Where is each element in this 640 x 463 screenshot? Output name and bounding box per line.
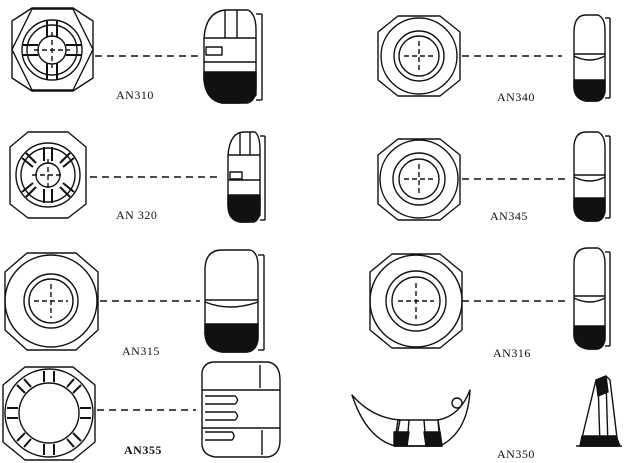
label-an350: AN350 [497,447,535,461]
shear-castle-nut-front-icon [9,131,87,219]
wing-nut-front-icon [351,389,471,447]
label-an355: AN355 [124,443,162,457]
shear-castle-nut-side-icon [227,131,266,223]
castellated-nut-front-icon [11,7,94,92]
slotted-nut-front-icon [2,366,96,461]
label-an320: AN 320 [116,208,158,222]
plain-hex-nut-side-icon [204,249,265,353]
label-an316: AN316 [493,346,531,360]
label-an315: AN315 [122,344,160,358]
slotted-nut-side-icon [201,361,281,458]
jam-nut-side-icon [573,131,611,222]
castellated-nut-side-icon [203,9,263,104]
plain-hex-nut-front-icon [4,252,99,351]
light-hex-nut-side-icon [573,247,611,350]
light-hex-nut-front-icon [369,253,463,349]
label-an310: AN310 [116,88,154,102]
check-nut-front-icon [377,15,461,97]
check-nut-side-icon [573,14,611,102]
label-an340: AN340 [497,90,535,104]
wing-nut-side-icon [576,375,622,447]
jam-nut-front-icon [377,138,461,221]
label-an345: AN345 [490,209,528,223]
